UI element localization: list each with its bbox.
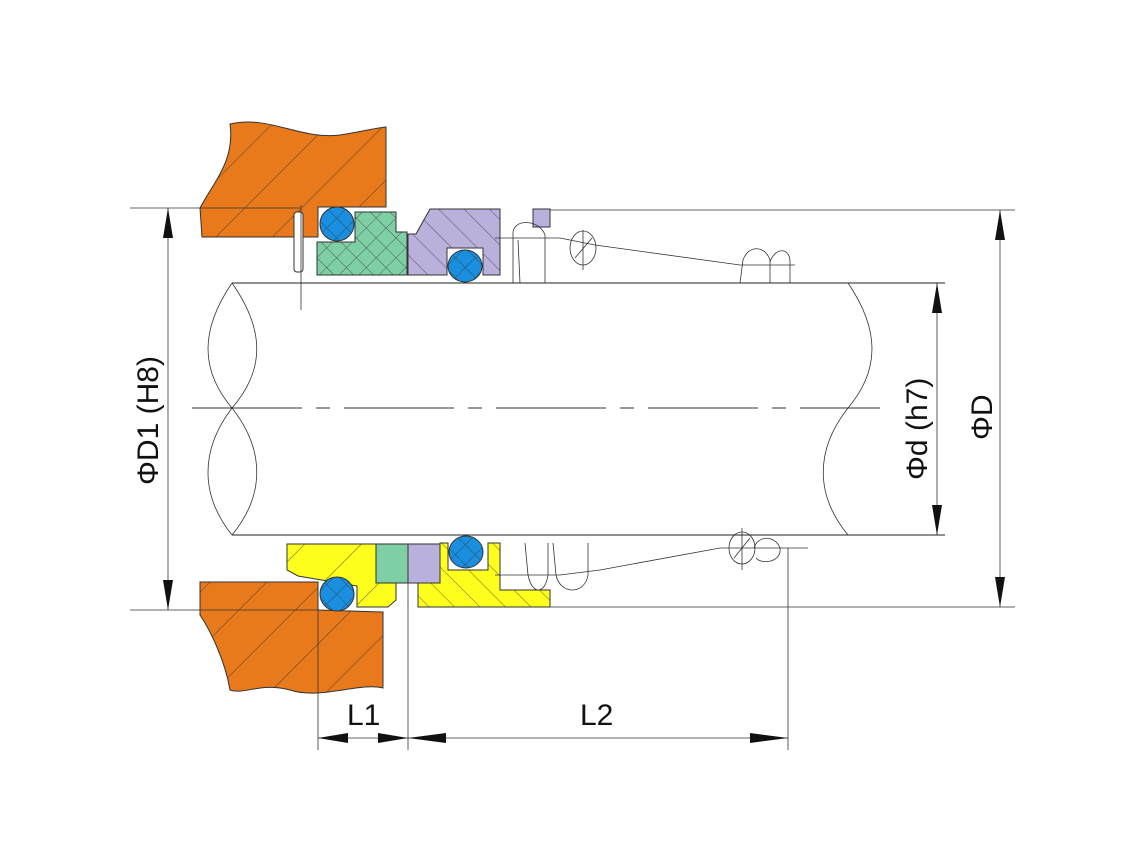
label-l2: L2 — [580, 699, 613, 732]
label-d1: ΦD1 (H8) — [132, 356, 165, 485]
shaft — [192, 282, 945, 536]
label-l1: L1 — [347, 699, 380, 732]
housing-bottom — [199, 581, 384, 694]
spring — [495, 222, 808, 591]
seat-bottom — [375, 543, 409, 584]
rotary-unit-bottom — [286, 542, 551, 608]
o-ring-icon — [319, 206, 484, 612]
anti-rotation-pin — [293, 211, 304, 273]
dimension-lines — [130, 207, 1015, 750]
face-bottom — [407, 543, 441, 584]
stationary-seat-top — [316, 211, 408, 276]
label-outer-d: ΦD — [966, 394, 999, 440]
label-d: Φd (h7) — [901, 378, 934, 480]
rotating-face-top — [407, 208, 551, 276]
dimension-arrows — [163, 208, 1005, 743]
